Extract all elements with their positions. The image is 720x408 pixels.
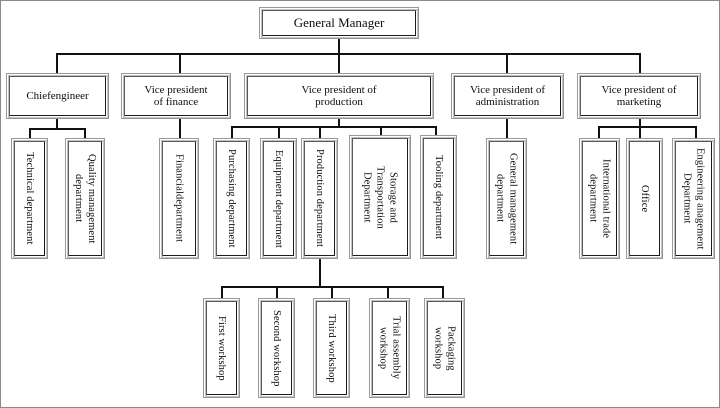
node-vp-finance[interactable]: Vice president of finance [121, 73, 231, 119]
connector-drop-vp-marketing [639, 53, 641, 74]
connector-drop-trial-assembly [387, 286, 389, 298]
node-label-general-manager: General Manager [293, 14, 385, 30]
connector-stem-vp-marketing [639, 119, 641, 127]
node-engineering-management-department[interactable]: Engineering anagement Department [672, 138, 715, 259]
connector-drop-tooling [435, 126, 437, 138]
node-chief-engineer[interactable]: Chiefengineer [6, 73, 109, 119]
connector-drop-quality [84, 128, 86, 138]
connector-drop-office [639, 126, 641, 138]
node-label-trial-assembly-workshop: Trial assembly workshop [377, 316, 402, 380]
node-third-workshop[interactable]: Third workshop [313, 298, 350, 398]
connector-stem-vp-production [338, 119, 340, 127]
node-vp-marketing[interactable]: Vice president of marketing [577, 73, 701, 119]
connector-drop-second-workshop [276, 286, 278, 298]
node-office[interactable]: Office [626, 138, 663, 259]
connector-drop-production [319, 126, 321, 138]
connector-bus-vp-marketing [598, 126, 696, 128]
node-second-workshop[interactable]: Second workshop [258, 298, 295, 398]
connector-drop-purchasing [231, 126, 233, 138]
node-label-purchasing-department: Purchasing department [226, 149, 238, 248]
connector-drop-equipment [278, 126, 280, 138]
node-label-second-workshop: Second workshop [271, 309, 283, 387]
node-equipment-department[interactable]: Equipment department [260, 138, 297, 259]
node-label-vp-production: Vice president of production [301, 83, 377, 108]
node-label-office: Office [639, 184, 651, 213]
node-label-vp-administration: Vice president of administration [469, 83, 546, 108]
node-vp-administration[interactable]: Vice president of administration [451, 73, 564, 119]
connector-bus-chief-engineer [29, 128, 85, 130]
node-storage-transportation-department[interactable]: Storage and Transportation Department [349, 135, 411, 259]
node-label-chief-engineer: Chiefengineer [26, 89, 89, 102]
node-label-vp-marketing: Vice president of marketing [601, 83, 677, 108]
node-label-tooling-department: Tooling department [433, 154, 445, 240]
node-label-quality-management-department: Quality management department [73, 153, 98, 244]
connector-stem-chief-engineer [56, 119, 58, 129]
connector-drop-packaging [442, 286, 444, 298]
node-label-general-management-department: General management department [494, 152, 519, 245]
node-technical-department[interactable]: Technical department [11, 138, 48, 259]
connector-drop-vp-administration [506, 53, 508, 74]
connector-drop-vp-finance [179, 53, 181, 74]
node-quality-management-department[interactable]: Quality management department [65, 138, 105, 259]
node-purchasing-department[interactable]: Purchasing department [213, 138, 250, 259]
node-trial-assembly-workshop[interactable]: Trial assembly workshop [369, 298, 410, 398]
node-general-manager[interactable]: General Manager [259, 7, 419, 39]
node-first-workshop[interactable]: First workshop [203, 298, 240, 398]
node-label-equipment-department: Equipment department [273, 149, 285, 248]
node-label-production-department: Production department [314, 149, 326, 248]
connector-drop-third-workshop [331, 286, 333, 298]
connector-bus-vp-production [231, 126, 436, 128]
node-financial-department[interactable]: Financialdepartment [159, 138, 199, 259]
connector-drop-chief-engineer [56, 53, 58, 74]
node-label-technical-department: Technical department [24, 152, 36, 245]
connector-drop-storage-transport [380, 126, 382, 138]
node-label-financial-department: Financialdepartment [173, 154, 185, 243]
node-packaging-workshop[interactable]: Packaging workshop [424, 298, 465, 398]
node-label-engineering-management-department: Engineering anagement Department [681, 147, 706, 250]
node-label-vp-finance: Vice president of finance [144, 83, 208, 108]
connector-drop-financial [179, 119, 181, 138]
node-tooling-department[interactable]: Tooling department [420, 135, 457, 259]
connector-stem-production-dept [319, 259, 321, 287]
connector-drop-technical [29, 128, 31, 138]
node-production-department[interactable]: Production department [301, 138, 338, 259]
connector-drop-engineering-management [695, 126, 697, 138]
connector-drop-vp-production [338, 53, 340, 74]
node-vp-production[interactable]: Vice president of production [244, 73, 434, 119]
node-international-trade-department[interactable]: International trade department [579, 138, 620, 259]
node-label-storage-transportation-department: Storage and Transportation Department [361, 165, 399, 229]
connector-level2-bus [56, 53, 641, 55]
node-general-management-department[interactable]: General management department [486, 138, 527, 259]
connector-drop-international-trade [598, 126, 600, 138]
connector-gm-stem [338, 39, 340, 54]
node-label-packaging-workshop: Packaging workshop [432, 325, 457, 371]
connector-drop-first-workshop [221, 286, 223, 298]
node-label-international-trade-department: International trade department [587, 158, 612, 239]
node-label-first-workshop: First workshop [216, 315, 228, 381]
node-label-third-workshop: Third workshop [326, 313, 338, 383]
connector-drop-general-management [506, 119, 508, 138]
